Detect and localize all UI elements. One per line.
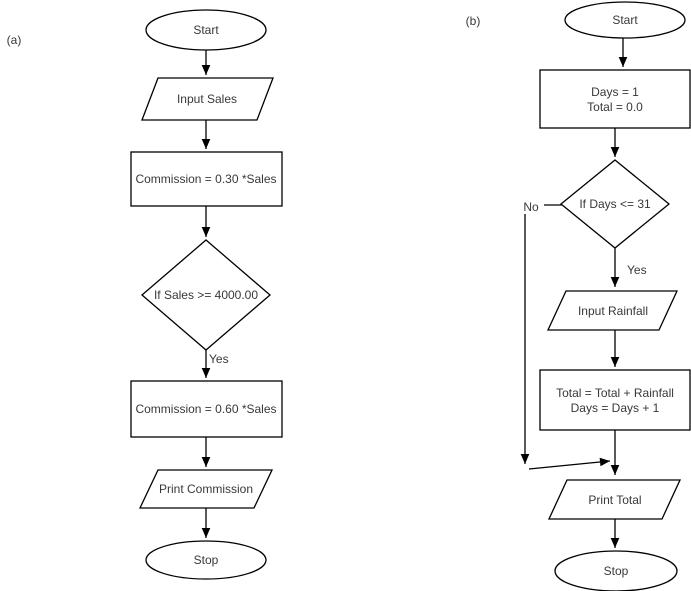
label-stop-b: Stop <box>604 564 629 578</box>
label-commission-030: Commission = 0.30 *Sales <box>135 172 276 186</box>
terminator-stop-a <box>145 540 267 580</box>
label-decision-b: If Days <= 31 <box>579 197 651 211</box>
label-init-line2: Total = 0.0 <box>587 100 643 114</box>
terminator-stop-b <box>554 550 678 591</box>
process-commission-030 <box>130 151 283 207</box>
process-update-total-days <box>539 369 691 431</box>
label-update-line1: Total = Total + Rainfall <box>556 386 674 400</box>
edge-label-no-bg <box>519 200 544 214</box>
flowchart-b: (b) Start Days = 1 Total = 0.0 If Days <… <box>466 1 691 591</box>
flowchart-a: (a) Start Input Sales Commission = 0.30 … <box>7 9 283 580</box>
edge-b-no-branch-junction <box>528 457 611 470</box>
label-print-commission: Print Commission <box>159 482 253 496</box>
io-input-rainfall <box>546 290 679 331</box>
process-commission-060 <box>130 380 283 438</box>
process-init-days-total <box>539 69 691 129</box>
io-input-sales <box>141 77 274 121</box>
panel-label-a: (a) <box>7 33 22 47</box>
edge-label-yes-a: Yes <box>209 352 229 366</box>
label-input-sales: Input Sales <box>177 92 237 106</box>
label-print-total: Print Total <box>588 493 641 507</box>
label-update-line2: Days = Days + 1 <box>571 401 660 415</box>
io-print-commission <box>138 469 274 509</box>
terminator-start-a <box>145 9 267 51</box>
terminator-start-b <box>564 1 686 39</box>
decision-days-check <box>559 159 671 249</box>
label-stop-a: Stop <box>194 553 219 567</box>
decision-sales-check <box>141 239 271 351</box>
label-start-a: Start <box>193 23 219 37</box>
label-commission-060: Commission = 0.60 *Sales <box>135 402 276 416</box>
label-decision-a: If Sales >= 4000.00 <box>154 288 258 302</box>
label-start-b: Start <box>612 13 638 27</box>
label-init-line1: Days = 1 <box>591 85 639 99</box>
edge-label-no-b: No <box>523 200 539 214</box>
label-input-rainfall: Input Rainfall <box>578 304 648 318</box>
io-print-total <box>547 479 682 520</box>
panel-label-b: (b) <box>466 14 481 28</box>
edge-label-yes-b: Yes <box>627 263 647 277</box>
